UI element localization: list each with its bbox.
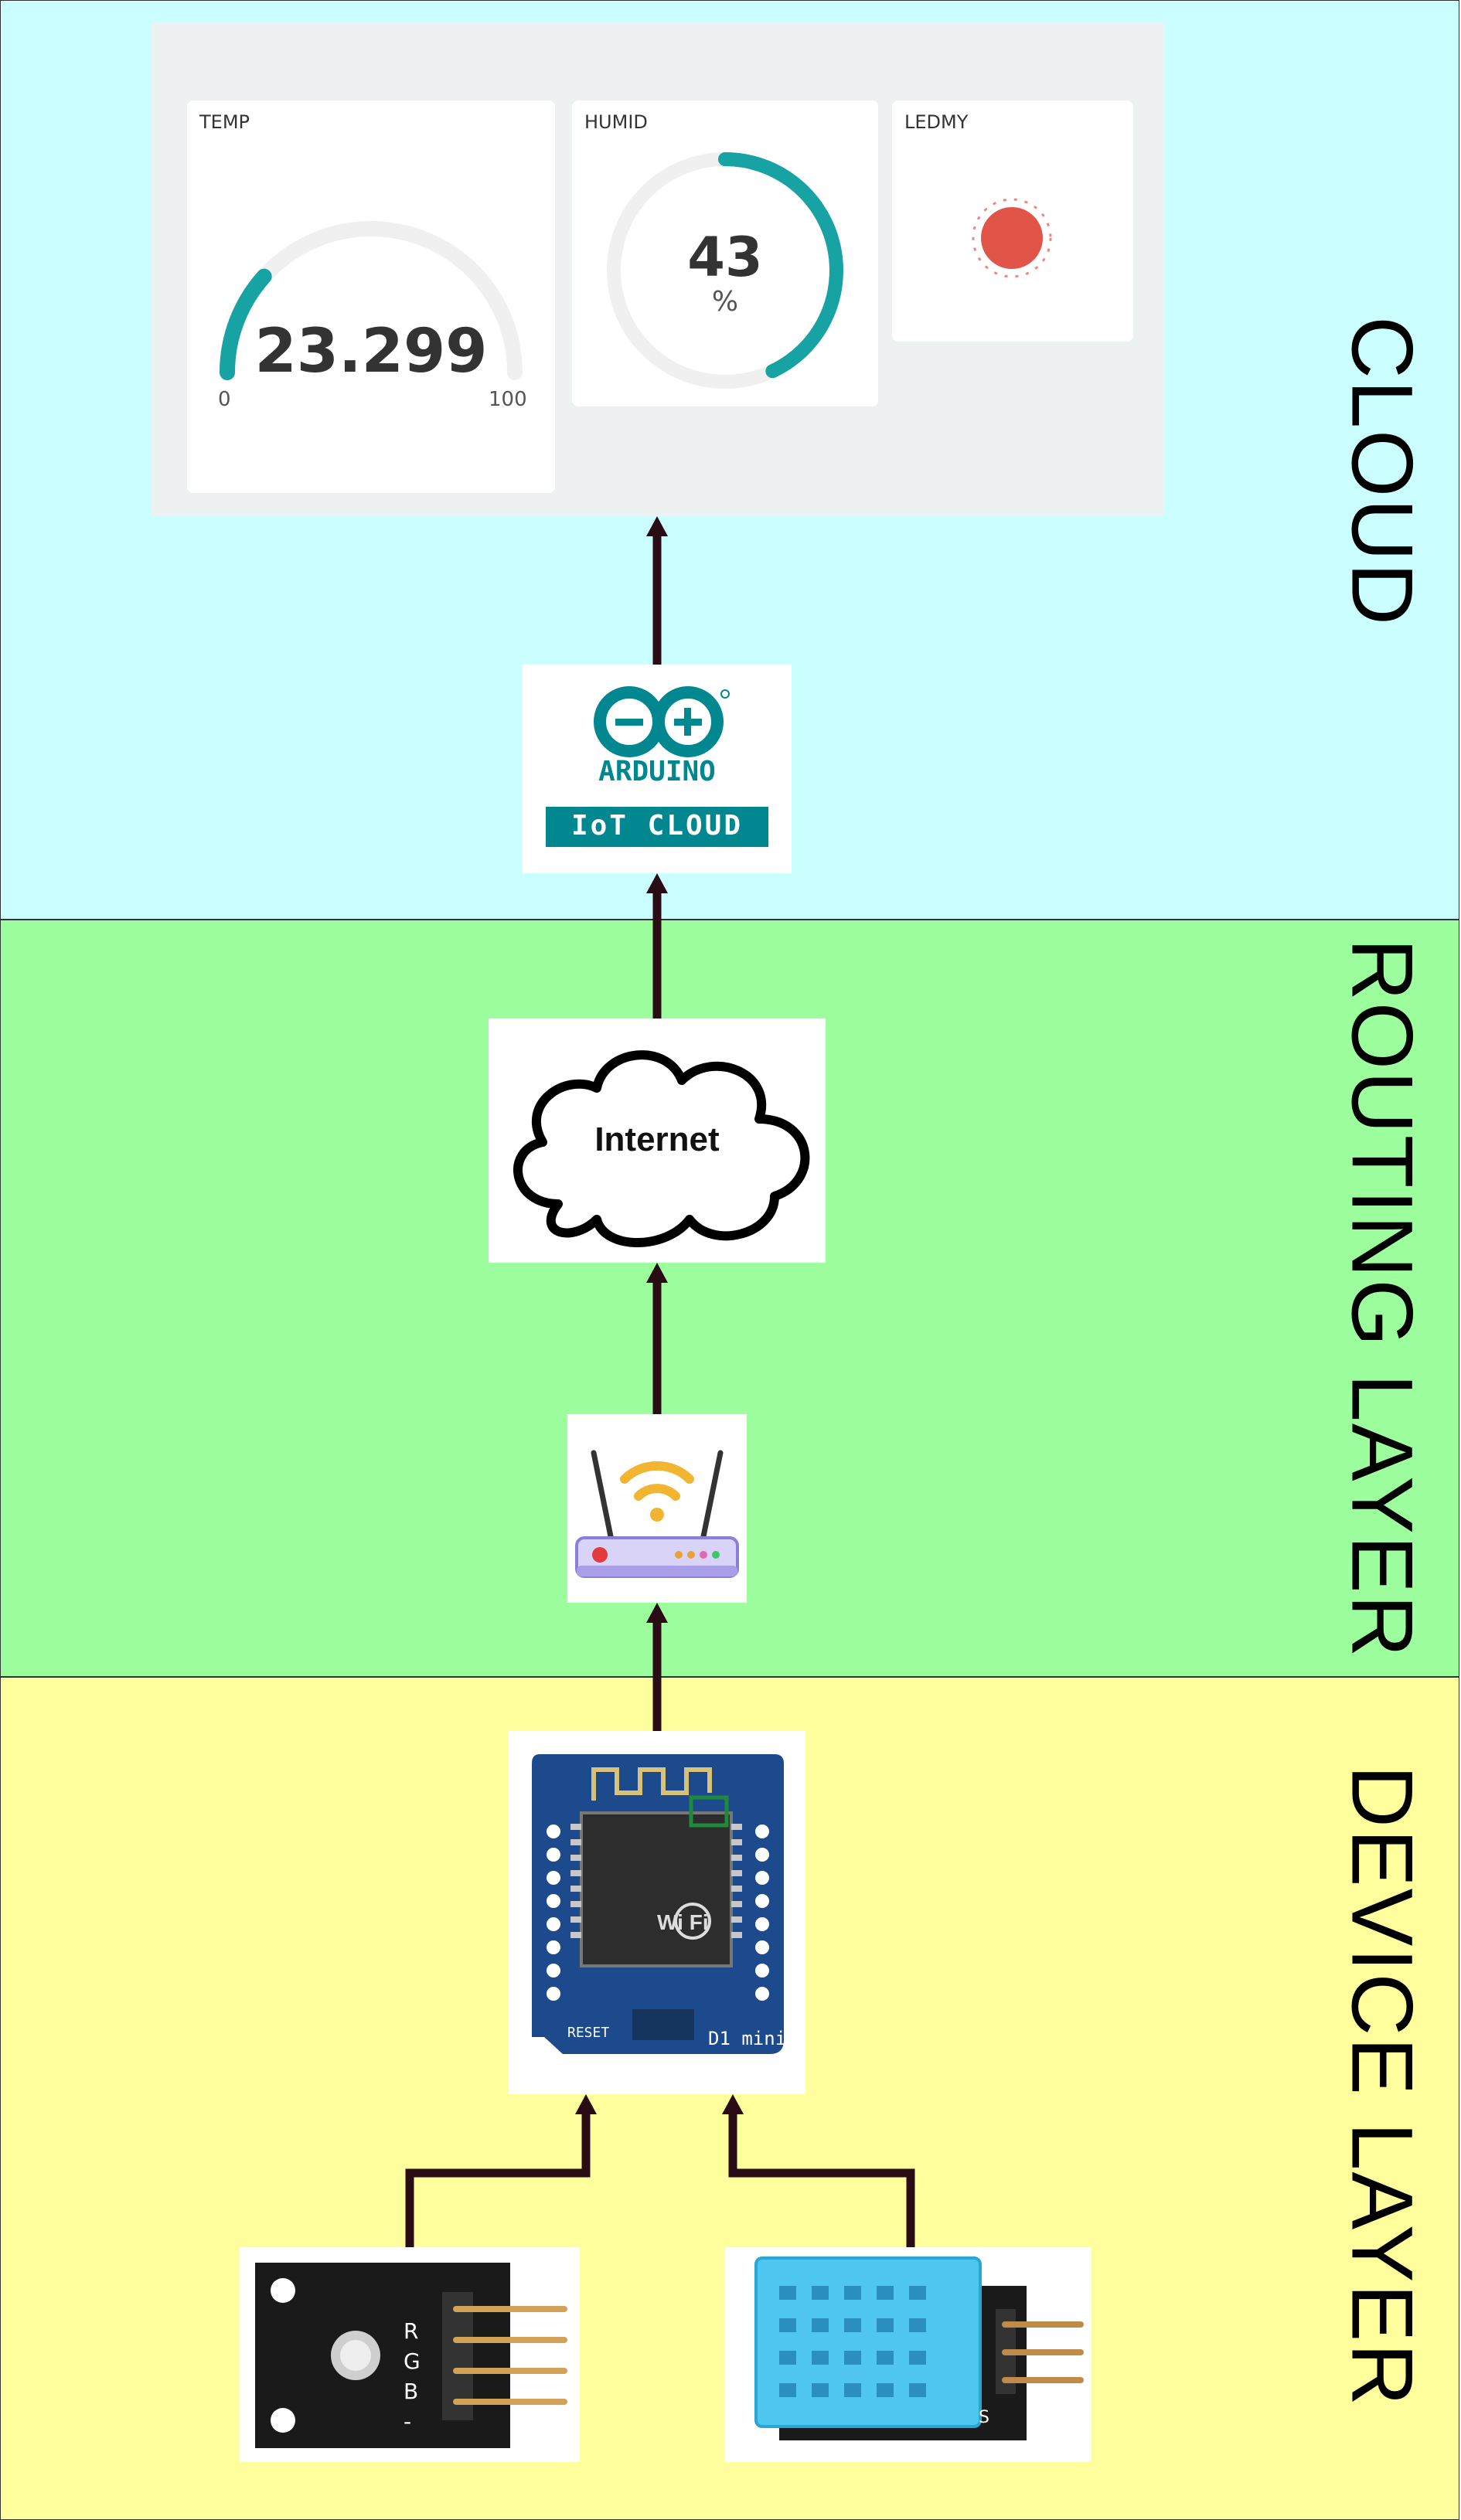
- rgb-pin-g: G: [404, 2348, 421, 2374]
- cloud-icon: [513, 1050, 810, 1247]
- dht-pin-s: S: [979, 2408, 989, 2427]
- rgb-pin-b: B: [404, 2379, 419, 2404]
- led-widget[interactable]: LEDMY: [892, 100, 1133, 342]
- dht-sensor-module: S: [725, 2247, 1091, 2462]
- wifi-router-icon: [567, 1414, 747, 1603]
- board-wifi-label: Wi Fi: [657, 1910, 709, 1934]
- led-indicator-icon: [972, 198, 1052, 278]
- humid-value: 43: [687, 226, 763, 289]
- temp-gauge: [220, 221, 523, 380]
- board-reset-label: RESET: [567, 2025, 610, 2041]
- humid-gauge: [607, 152, 843, 389]
- arduino-brand: ARDUINO: [598, 756, 716, 787]
- arduino-iot-cloud-logo: ARDUINO IoT CLOUD: [523, 665, 792, 873]
- rgb-pin-labels: R G B -: [404, 2318, 421, 2434]
- humid-widget[interactable]: HUMID 43 %: [572, 100, 878, 406]
- device-layer-title: DEVICE LAYER: [1333, 1765, 1431, 2408]
- arrowhead: [575, 2094, 597, 2114]
- led-label: LEDMY: [904, 111, 969, 133]
- temp-max: 100: [489, 388, 527, 411]
- arrowhead: [646, 516, 668, 536]
- iot-dashboard: TEMP 23.299 0 100 HUMID 43 % LEDMY: [152, 23, 1164, 516]
- rgb-led-module: R G B -: [240, 2247, 580, 2462]
- arrowhead: [646, 873, 668, 893]
- board-name-label: D1 mini: [708, 2028, 787, 2049]
- arrow-dht-to-board: [728, 2111, 915, 2247]
- temp-min: 0: [218, 388, 231, 411]
- dht-sensor-icon: [754, 2256, 1084, 2440]
- arduino-infinity-icon: [546, 686, 768, 847]
- internet-label: Internet: [594, 1121, 720, 1158]
- humid-label: HUMID: [584, 111, 648, 133]
- arrow-rgb-to-board: [405, 2111, 591, 2247]
- temp-value: 23.299: [254, 317, 488, 386]
- temp-label: TEMP: [199, 111, 250, 133]
- humid-gauge-fill: [718, 152, 843, 379]
- arrowhead: [646, 1603, 668, 1623]
- esp8266-board-icon: [532, 1754, 784, 2054]
- d1-mini-board: Wi Fi RESET D1 mini: [509, 1731, 805, 2094]
- rgb-led-icon: [255, 2263, 567, 2448]
- arduino-product: IoT CLOUD: [570, 810, 744, 842]
- cloud-layer-title: CLOUD: [1333, 315, 1431, 627]
- arrowhead: [646, 1263, 668, 1283]
- rgb-pin-r: R: [404, 2318, 419, 2344]
- arrowhead: [722, 2094, 744, 2114]
- temp-widget[interactable]: TEMP 23.299 0 100: [187, 100, 555, 493]
- humid-unit: %: [711, 286, 739, 318]
- rgb-pin-minus: -: [404, 2409, 412, 2434]
- internet-cloud: Internet: [489, 1019, 826, 1263]
- routing-layer-title: ROUTING LAYER: [1333, 937, 1431, 1659]
- temp-gauge-fill: [220, 268, 272, 380]
